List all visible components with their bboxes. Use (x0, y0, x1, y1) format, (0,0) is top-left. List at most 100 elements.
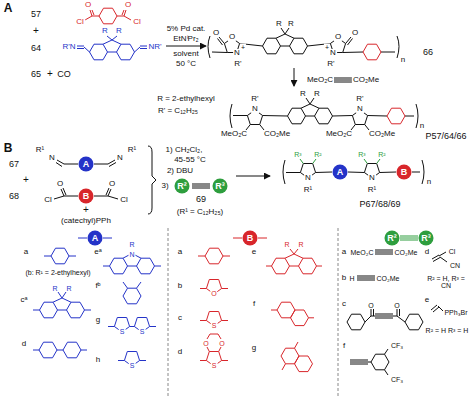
circle-fill (397, 165, 412, 180)
scheme-label: R (128, 241, 135, 248)
scheme-label: MeO₂C (220, 130, 248, 138)
scheme-label: Cl (43, 196, 53, 204)
scheme-label: 3) (160, 182, 169, 190)
scheme-label: (R¹ = C₁₂H₂₅) (176, 208, 225, 216)
scheme-label: R'N (61, 43, 76, 51)
unit-letter: R³ (215, 182, 225, 191)
unit-letter: A (83, 160, 90, 169)
scheme-label: CF₃ (390, 376, 404, 383)
bis-imine-64 (77, 36, 147, 60)
scheme-label: a (341, 248, 347, 256)
scheme-label: R (101, 27, 109, 35)
reaction-arrow (236, 176, 270, 177)
scheme-label: O (210, 290, 217, 297)
reaction-arrow (166, 46, 206, 47)
scheme-label: S (211, 362, 218, 369)
scheme-label: B (3, 142, 14, 154)
scheme-label: R' (233, 60, 242, 68)
scheme-label: P57/64/66 (424, 132, 467, 141)
scheme-label: f (342, 342, 346, 350)
scheme-label: R³ (357, 151, 366, 158)
scheme-label: N (304, 174, 312, 182)
scheme-label: N (368, 174, 376, 182)
unit-circle: B (396, 164, 412, 180)
circle-fill (419, 231, 434, 246)
scheme-label: O (334, 33, 342, 41)
scheme-label: O (212, 29, 220, 37)
scheme-label: PPh₃Br (443, 309, 468, 316)
scheme-label: Cl (132, 18, 142, 26)
scheme-label: 64 (30, 44, 42, 53)
scheme-label: + (22, 175, 30, 185)
triple-bond (334, 78, 352, 82)
scheme-label: + (82, 205, 90, 215)
scheme-label: + (46, 69, 54, 79)
diacid-chloride-57 (85, 8, 131, 24)
scheme-label: CO₂Me (352, 76, 380, 84)
scheme-label: S (129, 362, 136, 369)
scheme-label: n (400, 56, 406, 64)
unit-letter: R² (387, 234, 397, 243)
unit-circle: B (78, 188, 94, 204)
scheme-label: R (299, 90, 307, 98)
scheme-label: P67/68/69 (358, 200, 401, 209)
scheme-label: e (424, 296, 430, 304)
unit-circle: R² (384, 230, 400, 246)
scheme-label: R (275, 20, 283, 28)
scheme-label: c (177, 314, 183, 322)
scheme-label: O (202, 340, 209, 347)
scheme-label: O (56, 180, 64, 188)
scheme-label: g (251, 344, 257, 352)
B-units (198, 248, 322, 371)
scheme-label: CO₂Me (263, 130, 291, 138)
scheme-label: N (356, 105, 364, 113)
scheme-label: 45-55 °C (173, 156, 207, 164)
unit-letter: R³ (421, 234, 431, 243)
scheme-label: R (283, 241, 290, 248)
scheme-label: R' = C₁₂H₂₅ (157, 107, 199, 115)
scheme-label: b (341, 274, 347, 282)
brace (148, 146, 156, 214)
unit-letter: A (92, 234, 99, 243)
scheme-label: Cl (75, 18, 85, 26)
unit-letter: B (83, 192, 90, 201)
unit-letter: R² (177, 182, 187, 191)
scheme-label: 66 (422, 48, 434, 57)
scheme-label: 2) DBU (166, 167, 194, 175)
scheme-label: R² (313, 151, 322, 158)
scheme-label: b (177, 282, 183, 290)
scheme-label: R = 2-ethylhexyl (156, 95, 216, 103)
scheme-label: 50 °C (175, 60, 197, 68)
circle-fill (243, 231, 258, 246)
scheme-label: solvent (172, 50, 199, 58)
scheme-label: e (251, 248, 257, 256)
scheme-label: CF₃ (390, 342, 404, 349)
circle-fill (213, 179, 228, 194)
scheme-label: O (228, 33, 236, 41)
scheme-label: N (116, 154, 124, 162)
scheme-label: g (95, 316, 101, 324)
scheme-label: S (211, 322, 218, 329)
scheme-label: N (251, 105, 259, 113)
scheme-label: O (367, 302, 374, 309)
scheme-label: h (95, 356, 101, 364)
scheme-label: H (348, 275, 355, 282)
scheme-label: R' (355, 95, 364, 103)
scheme-label: O (218, 340, 225, 347)
scheme-label: N (329, 49, 337, 57)
scheme-label: 68 (8, 192, 20, 201)
scheme-label: R² = H, R³ = CN (421, 275, 471, 289)
scheme-label: R' (250, 95, 259, 103)
unit-circle: A (87, 230, 103, 246)
polymer-66 (208, 28, 399, 60)
scheme-label: O (393, 302, 400, 309)
scheme-label: R¹ (367, 186, 377, 194)
scheme-label: R (115, 27, 123, 35)
scheme-label: eᵃ (93, 248, 102, 256)
scheme-label: R¹ (303, 186, 313, 194)
scheme-label: R¹ (35, 146, 45, 154)
scheme-label: CO (56, 70, 72, 79)
scheme-label: N (48, 154, 56, 162)
circle-fill (385, 231, 400, 246)
